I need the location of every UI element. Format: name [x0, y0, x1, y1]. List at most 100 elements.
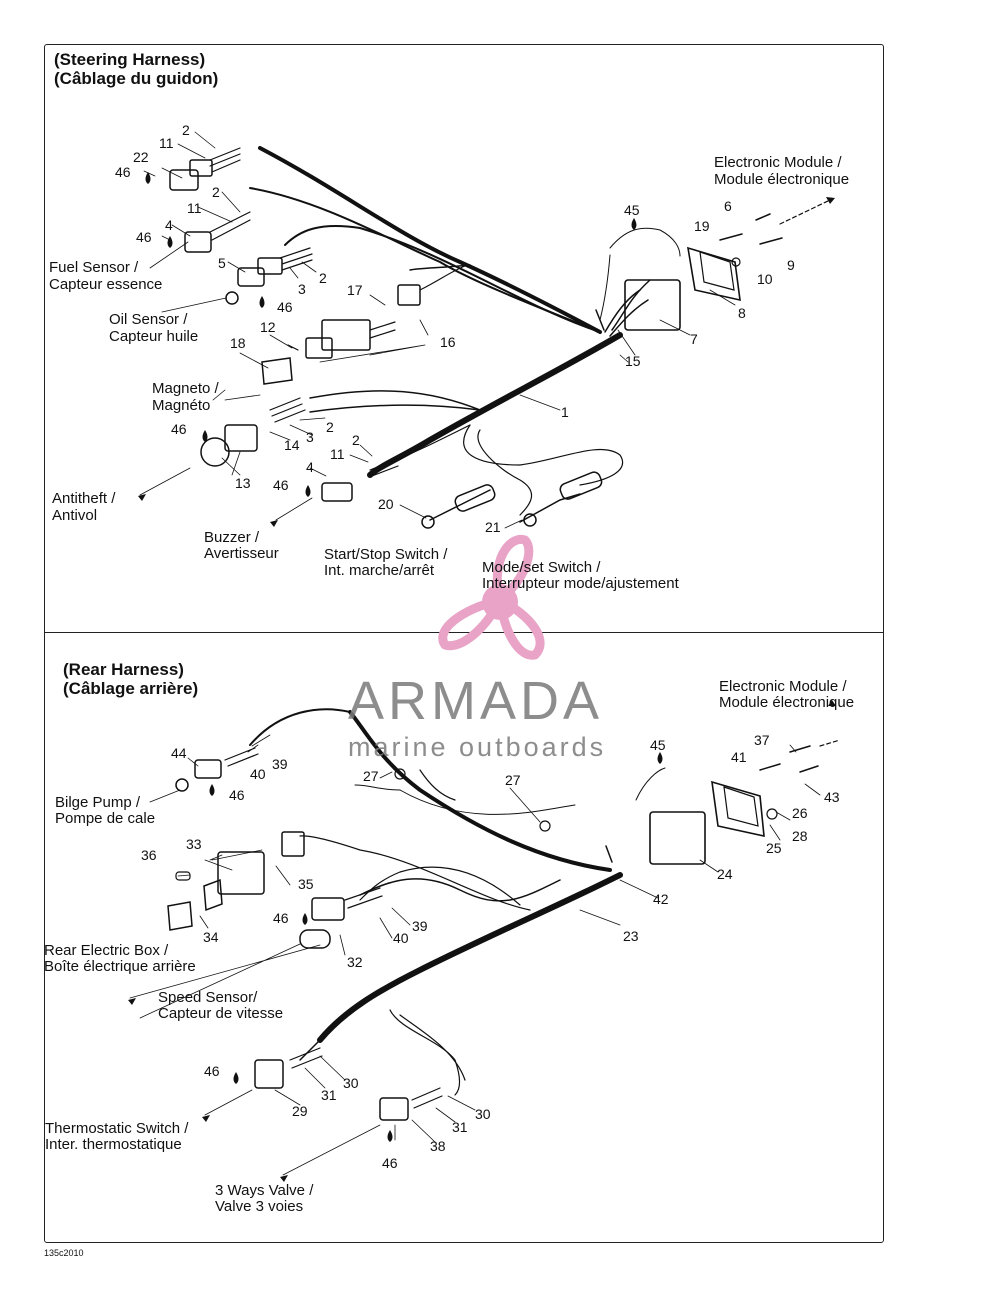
start-stop-label-en: Start/Stop Switch / — [324, 546, 448, 563]
callout-46: 46 — [115, 164, 131, 180]
callout-15: 15 — [625, 353, 641, 369]
callout-39: 39 — [412, 918, 428, 934]
fuel-sensor-label-fr: Capteur essence — [49, 276, 163, 293]
rear-electric-box-label-fr: Boîte électrique arrière — [44, 958, 196, 975]
callout-30: 30 — [343, 1075, 359, 1091]
callout-3: 3 — [306, 429, 314, 445]
callout-40: 40 — [250, 766, 266, 782]
callout-20: 20 — [378, 496, 394, 512]
callout-23: 23 — [623, 928, 639, 944]
callout-25: 25 — [766, 840, 782, 856]
callout-46: 46 — [277, 299, 293, 315]
rear-title-en: (Rear Harness) — [63, 660, 184, 679]
callout-2: 2 — [352, 432, 360, 448]
callout-19: 19 — [694, 218, 710, 234]
steering-harness-panel — [44, 44, 884, 633]
callout-31: 31 — [321, 1087, 337, 1103]
callout-32: 32 — [347, 954, 363, 970]
callout-34: 34 — [203, 929, 219, 945]
rear-main-harness — [317, 872, 623, 1043]
steering-title-fr: (Câblage du guidon) — [54, 69, 219, 88]
callout-5: 5 — [218, 255, 226, 271]
steering-module-label-fr: Module électronique — [714, 171, 850, 188]
thermostatic-switch-label-en: Thermostatic Switch / — [45, 1120, 189, 1137]
rear-module-label-fr: Module électronique — [719, 694, 855, 711]
callout-29: 29 — [292, 1103, 308, 1119]
callout-27: 27 — [505, 772, 521, 788]
callout-46: 46 — [273, 910, 289, 926]
callout-46: 46 — [273, 477, 289, 493]
callout-4: 4 — [306, 459, 314, 475]
speed-sensor-label-en: Speed Sensor/ — [158, 989, 258, 1006]
callout-17: 17 — [347, 282, 363, 298]
callout-2: 2 — [182, 122, 190, 138]
rear-electric-box-label-en: Rear Electric Box / — [44, 942, 169, 959]
callout-12: 12 — [260, 319, 276, 335]
callout-28: 28 — [792, 828, 808, 844]
callout-9: 9 — [787, 257, 795, 273]
callout-46: 46 — [204, 1063, 220, 1079]
callout-11: 11 — [159, 135, 174, 151]
callout-3: 3 — [298, 281, 306, 297]
callout-27: 27 — [363, 768, 379, 784]
oil-sensor-label-fr: Capteur huile — [109, 328, 199, 345]
oil-sensor-label-en: Oil Sensor / — [109, 311, 188, 328]
callout-36: 36 — [141, 847, 157, 863]
antitheft-label-fr: Antivol — [52, 507, 98, 524]
speed-sensor-label-fr: Capteur de vitesse — [158, 1005, 284, 1022]
callout-7: 7 — [690, 331, 698, 347]
callout-2: 2 — [212, 184, 220, 200]
callout-45: 45 — [650, 737, 666, 753]
thermostatic-switch-label-fr: Inter. thermostatique — [45, 1136, 182, 1153]
antitheft-label-en: Antitheft / — [52, 490, 116, 507]
callout-8: 8 — [738, 305, 746, 321]
buzzer-label-en: Buzzer / — [204, 529, 260, 546]
callout-22: 22 — [133, 149, 149, 165]
callout-35: 35 — [298, 876, 314, 892]
mode-set-label-en: Mode/set Switch / — [482, 559, 601, 576]
steering-module-label-en: Electronic Module / — [714, 154, 842, 171]
callout-30: 30 — [475, 1106, 491, 1122]
start-stop-label-fr: Int. marche/arrêt — [324, 562, 435, 579]
callout-41: 41 — [731, 749, 747, 765]
valve-label-fr: Valve 3 voies — [215, 1198, 304, 1215]
callout-2: 2 — [319, 270, 327, 286]
callout-26: 26 — [792, 805, 808, 821]
callout-2: 2 — [326, 419, 334, 435]
callout-14: 14 — [284, 437, 300, 453]
callout-11: 11 — [330, 446, 345, 462]
rear-title-fr: (Câblage arrière) — [63, 679, 199, 698]
callout-21: 21 — [485, 519, 501, 535]
callout-46: 46 — [136, 229, 152, 245]
callout-40: 40 — [393, 930, 409, 946]
buzzer-label-fr: Avertisseur — [204, 545, 279, 562]
callout-44: 44 — [171, 745, 187, 761]
magneto-label-fr: Magnéto — [152, 397, 211, 414]
callout-39: 39 — [272, 756, 288, 772]
valve-label-en: 3 Ways Valve / — [215, 1182, 314, 1199]
steering-title-en: (Steering Harness) — [54, 50, 206, 69]
magneto-label-en: Magneto / — [152, 380, 219, 397]
callout-42: 42 — [653, 891, 669, 907]
callout-31: 31 — [452, 1119, 468, 1135]
callout-4: 4 — [165, 217, 173, 233]
fuel-sensor-label-en: Fuel Sensor / — [49, 259, 139, 276]
callout-16: 16 — [440, 334, 456, 350]
callout-6: 6 — [724, 198, 732, 214]
rear-module-label-en: Electronic Module / — [719, 678, 847, 695]
callout-37: 37 — [754, 732, 770, 748]
bilge-pump-label-en: Bilge Pump / — [55, 794, 141, 811]
callout-11: 11 — [187, 200, 202, 216]
callout-46: 46 — [229, 787, 245, 803]
callout-10: 10 — [757, 271, 773, 287]
callout-45: 45 — [624, 202, 640, 218]
callout-1: 1 — [561, 404, 569, 420]
bilge-pump-label-fr: Pompe de cale — [55, 810, 156, 827]
callout-33: 33 — [186, 836, 202, 852]
callout-46: 46 — [171, 421, 187, 437]
callout-38: 38 — [430, 1138, 446, 1154]
callout-24: 24 — [717, 866, 733, 882]
mode-set-label-fr: Interrupteur mode/ajustement — [482, 575, 679, 592]
callout-13: 13 — [235, 475, 251, 491]
